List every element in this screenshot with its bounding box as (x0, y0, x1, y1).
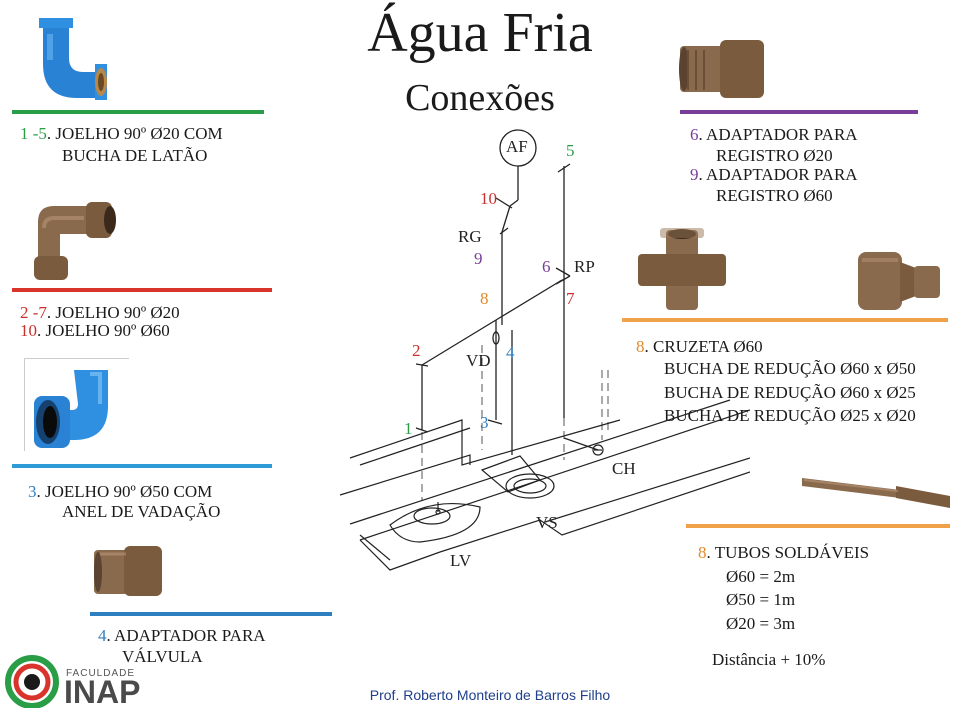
label-7: 7 (566, 289, 575, 308)
inap-logo-emblem (5, 655, 59, 708)
label-4: 4 (506, 343, 515, 362)
purple-divider (680, 110, 918, 114)
logo-inap-text: INAP (64, 674, 141, 710)
isometric-plumbing-diagram: AF 5 10 RG 9 6 RP 8 7 2 VD 4 1 3 CH VS L… (339, 129, 750, 571)
label-1: 1 (404, 419, 413, 438)
label-5: 5 (566, 141, 575, 160)
adaptador-registro-image (679, 40, 764, 98)
caption-joelho-50: 3. JOELHO 90º Ø50 COM (28, 482, 213, 501)
caption-joelho-latao-line2: BUCHA DE LATÃO (62, 146, 208, 165)
label-9: 9 (474, 249, 483, 268)
tubo-soldavel-image (802, 478, 950, 508)
caption-adapt-registro60: 9. ADAPTADOR PARA (690, 165, 858, 184)
page-subtitle: Conexões (405, 77, 555, 119)
caption-tubos: 8. TUBOS SOLDÁVEIS (698, 543, 870, 562)
caption-adapt-valvula: 4. ADAPTADOR PARA (98, 626, 266, 645)
caption-bucha-60-50: BUCHA DE REDUÇÃO Ø60 x Ø50 (664, 359, 916, 378)
logo-faculdade-text: FACULDADE (66, 668, 136, 679)
label-lv: LV (450, 551, 472, 570)
label-rg: RG (458, 227, 482, 246)
caption-joelho-latao: 1 -5. JOELHO 90º Ø20 COM (20, 124, 223, 143)
footer-author: Prof. Roberto Monteiro de Barros Filho (369, 687, 611, 703)
blue-divider (12, 464, 272, 468)
caption-tubo-50: Ø50 = 1m (726, 590, 796, 609)
blue-elbow-frame (24, 358, 129, 451)
label-rp: RP (574, 257, 595, 276)
label-10: 10 (480, 189, 497, 208)
red-divider (12, 288, 272, 292)
caption-adapt-registro20-line2: REGISTRO Ø20 (716, 146, 833, 165)
blue-elbow-ring-image (34, 370, 108, 448)
adaptador-valvula-image (94, 546, 162, 596)
label-vs: VS (536, 513, 558, 532)
label-af: AF (506, 137, 528, 156)
caption-bucha-25-20: BUCHA DE REDUÇÃO Ø25 x Ø20 (664, 406, 916, 425)
caption-adapt-valvula-line2: VÁLVULA (122, 647, 203, 666)
caption-joelho-60: 10. JOELHO 90º Ø60 (20, 321, 170, 340)
caption-joelho-20: 2 -7. JOELHO 90º Ø20 (20, 303, 180, 322)
caption-tubo-60: Ø60 = 2m (726, 567, 796, 586)
blue-elbow-brass-image (39, 18, 107, 100)
label-vd: VD (466, 351, 491, 370)
bucha-reducao-image (858, 252, 940, 310)
label-ch: CH (612, 459, 636, 478)
label-8: 8 (480, 289, 489, 308)
blue-divider-2 (90, 612, 332, 616)
orange-divider-2 (686, 524, 950, 528)
caption-cruzeta: 8. CRUZETA Ø60 (636, 337, 763, 356)
label-6: 6 (542, 257, 551, 276)
caption-distancia-note: Distância + 10% (712, 650, 826, 669)
label-3: 3 (480, 413, 489, 432)
caption-adapt-registro60-line2: REGISTRO Ø60 (716, 186, 833, 205)
brown-elbow-image (34, 202, 116, 280)
caption-bucha-60-25: BUCHA DE REDUÇÃO Ø60 x Ø25 (664, 383, 916, 402)
caption-adapt-registro20: 6. ADAPTADOR PARA (690, 125, 858, 144)
caption-joelho-50-line2: ANEL DE VADAÇÃO (62, 502, 221, 521)
orange-divider (622, 318, 948, 322)
cruzeta-image (638, 228, 726, 310)
caption-tubo-20: Ø20 = 3m (726, 614, 796, 633)
label-2: 2 (412, 341, 421, 360)
green-divider (12, 110, 264, 114)
page-title: Água Fria (367, 2, 593, 64)
